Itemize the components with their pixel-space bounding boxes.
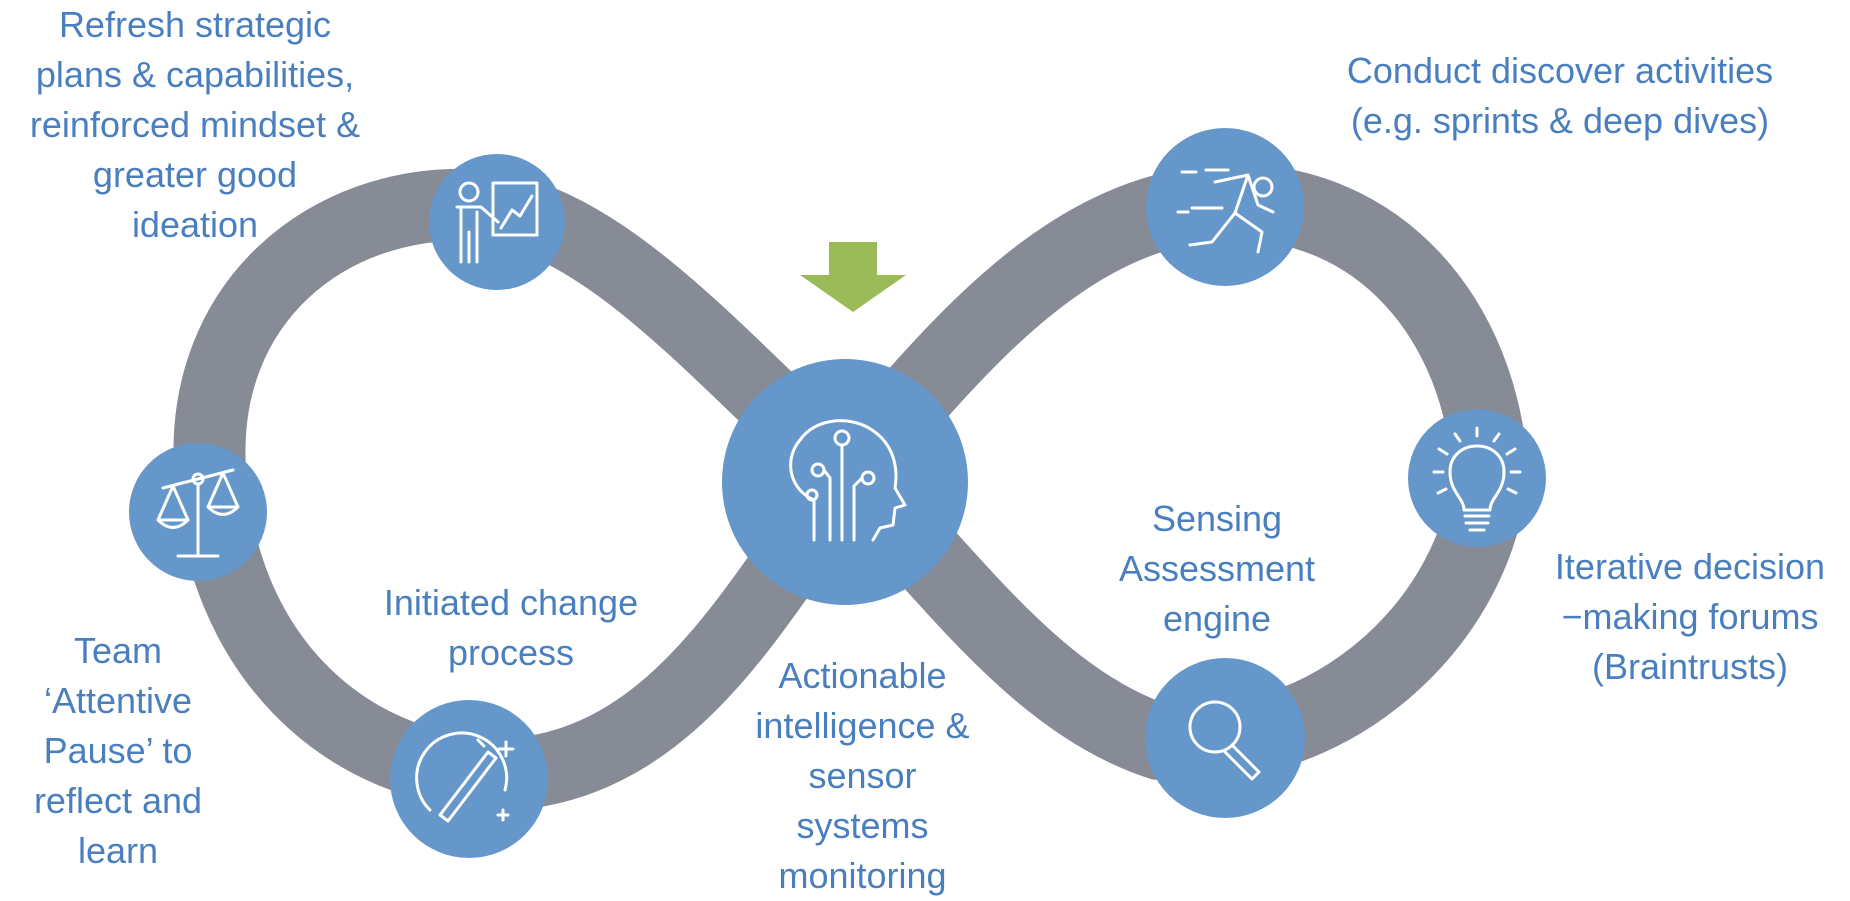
magic-wand-icon — [415, 731, 515, 823]
label-actionable-intelligence: Actionable intelligence & sensor systems… — [755, 655, 970, 896]
node-brain-head — [722, 359, 968, 605]
scales-icon — [156, 468, 240, 558]
brain-head-icon — [789, 419, 907, 542]
runner-icon — [1176, 168, 1275, 254]
label-team-attentive-pause: Team ‘Attentive Pause’ to reflect and le… — [33, 630, 203, 871]
label-refresh-strategic-plans: Refresh strategic plans & capabilities, … — [29, 4, 361, 245]
presenter-icon — [455, 181, 539, 264]
node-magic-wand — [390, 700, 548, 858]
label-sensing-assessment-engine: Sensing Assessment engine — [1118, 498, 1316, 639]
label-conduct-discover-activities: Conduct discover activities (e.g. sprint… — [1346, 50, 1774, 141]
node-lightbulb — [1408, 409, 1546, 547]
label-initiated-change-process: Initiated change process — [383, 582, 639, 673]
node-magnifier — [1145, 658, 1305, 818]
down-arrow-icon — [800, 242, 906, 312]
node-scales — [129, 443, 267, 581]
lightbulb-icon — [1432, 426, 1522, 532]
node-runner — [1146, 128, 1304, 286]
track-right-upper-thin — [895, 195, 1177, 415]
node-presenter — [429, 154, 565, 290]
magnifier-icon — [1188, 700, 1261, 781]
label-iterative-decision-forums: Iterative decision −making forums (Brain… — [1554, 546, 1826, 687]
